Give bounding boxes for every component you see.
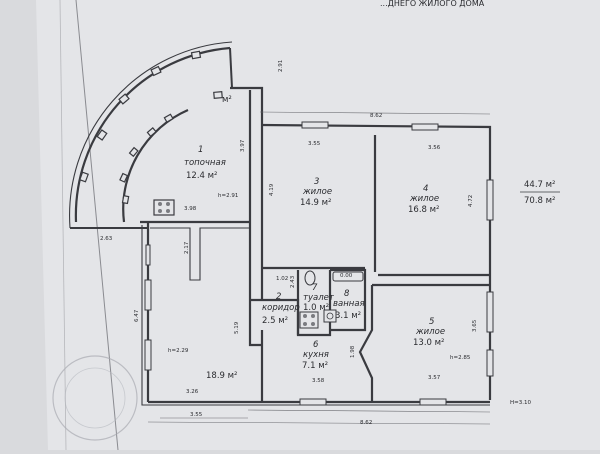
furnace-corner-area: м² bbox=[222, 95, 232, 105]
room-8-area: 3.1 м² bbox=[335, 311, 361, 321]
wall-hall-top-inner bbox=[150, 227, 250, 281]
room-8-name: ванная bbox=[333, 299, 365, 309]
dim-3-58: 3.58 bbox=[312, 378, 325, 384]
wall-arc-outer-2 bbox=[69, 41, 233, 229]
room-5-number: 5 bbox=[429, 317, 434, 327]
room-5-area: 13.0 м² bbox=[413, 338, 444, 348]
ceiling-house: H=3.10 bbox=[510, 400, 531, 406]
wall-corridor-left bbox=[248, 222, 262, 347]
dimension-lines bbox=[147, 111, 491, 425]
wall-room5-left bbox=[358, 285, 374, 402]
room-4-name: жилое bbox=[409, 194, 439, 204]
paper-sheet bbox=[36, 0, 600, 450]
arc-windows bbox=[79, 50, 223, 205]
sheet-border-left bbox=[75, 0, 119, 451]
room-3-number: 3 bbox=[314, 177, 319, 187]
dim-3-26: 3.26 bbox=[186, 389, 199, 395]
dim-3-55-bottom: 3.55 bbox=[190, 412, 203, 418]
kitchen-stove-icon bbox=[299, 311, 319, 329]
toilet-icon bbox=[304, 270, 316, 286]
dim-3-57: 3.57 bbox=[428, 375, 441, 381]
wall-wc bbox=[296, 270, 332, 337]
dim-3-56: 3.56 bbox=[428, 145, 441, 151]
room-5-name: жилое bbox=[415, 327, 445, 337]
room-1-number: 1 bbox=[198, 145, 203, 155]
wall-left-outer bbox=[141, 225, 490, 406]
wall-top bbox=[261, 123, 492, 185]
dim-2-43: 2.43 bbox=[290, 275, 296, 288]
bathtub-icon bbox=[332, 271, 364, 282]
dim-1-02: 1.02 bbox=[276, 276, 288, 282]
stamp-seal bbox=[52, 355, 138, 441]
sink-icon bbox=[323, 309, 337, 323]
dim-6-47: 6.47 bbox=[134, 309, 140, 322]
room-6-number: 6 bbox=[313, 340, 319, 350]
room-1-name: топочная bbox=[184, 158, 226, 168]
wall-windows bbox=[144, 121, 494, 406]
room-2-area: 2.5 м² bbox=[262, 316, 288, 326]
ceiling-room5: h=2.85 bbox=[450, 355, 471, 361]
room-4-area: 16.8 м² bbox=[408, 205, 439, 215]
wall-bath bbox=[330, 268, 367, 332]
room-8-number: 8 bbox=[344, 289, 350, 299]
sheet-border-left-inner bbox=[59, 0, 67, 451]
dim-4-19: 4.19 bbox=[269, 183, 275, 196]
dim-4-72: 4.72 bbox=[468, 195, 474, 207]
dim-3-65: 3.65 bbox=[472, 319, 478, 332]
room-1-area: 12.4 м² bbox=[186, 171, 217, 181]
room-3-area: 14.9 м² bbox=[300, 198, 331, 208]
dim-2-63: 2.63 bbox=[100, 236, 113, 242]
room-2-name: коридор bbox=[262, 303, 300, 313]
dim-8-62-top: 8.62 bbox=[370, 113, 382, 119]
room-2-number: 2 bbox=[276, 292, 281, 302]
dim-2-91: 2.91 bbox=[278, 60, 284, 72]
furnace-stove-icon bbox=[153, 199, 175, 216]
main-hall-area: 18.9 м² bbox=[206, 371, 237, 381]
dim-5-19: 5.19 bbox=[234, 321, 240, 334]
room-7-name: туалет bbox=[303, 293, 335, 303]
ceiling-furnace: h=2.91 bbox=[218, 193, 238, 199]
room-6-area: 7.1 м² bbox=[302, 361, 328, 371]
dim-2-17: 2.17 bbox=[184, 241, 190, 254]
summary-total-area: 70.8 м² bbox=[524, 196, 555, 206]
dim-3-97: 3.97 bbox=[240, 139, 246, 152]
ceiling-hall: h=2.29 bbox=[168, 348, 189, 354]
dim-3-98: 3.98 bbox=[184, 206, 197, 212]
room-6-name: кухня bbox=[303, 350, 329, 360]
room-3-name: жилое bbox=[302, 187, 332, 197]
dim-0-00: 0.00 bbox=[340, 273, 353, 279]
dim-8-62-bottom: 8.62 bbox=[360, 420, 372, 426]
header-title: ...ДНЕГО ЖИЛОГО ДОМА bbox=[380, 0, 485, 8]
wall-furnace-notch bbox=[230, 86, 264, 125]
room-4-number: 4 bbox=[423, 184, 428, 194]
stamp-seal-inner bbox=[64, 367, 126, 429]
summary-living-area: 44.7 м² bbox=[524, 180, 555, 190]
dim-1-98: 1.98 bbox=[350, 345, 356, 358]
dim-3-55-top: 3.55 bbox=[308, 141, 321, 147]
wall-arc-end bbox=[229, 47, 233, 89]
room-7-number: 7 bbox=[312, 283, 318, 293]
room-7-area: 1.0 м² bbox=[303, 303, 329, 313]
